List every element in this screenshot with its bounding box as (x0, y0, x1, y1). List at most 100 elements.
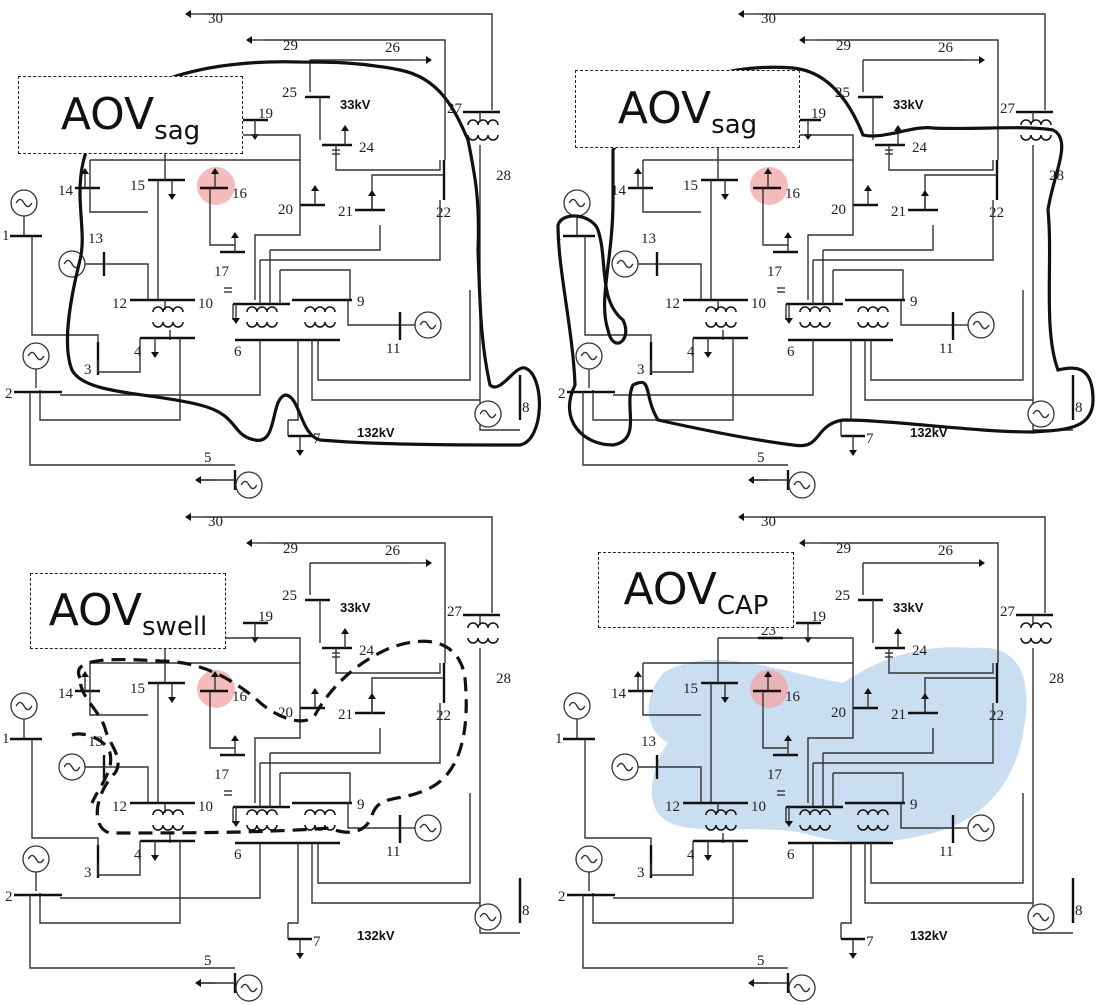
bus-number-label: 27 (1000, 101, 1016, 117)
bus-16-highlight (750, 167, 788, 205)
line-branch (60, 340, 261, 396)
sine-wave-icon (63, 762, 81, 772)
line-branch (317, 793, 471, 884)
bus-number-label: 2 (5, 386, 13, 402)
load-arrow-icon (864, 185, 872, 191)
bus-number-label: 11 (939, 341, 953, 357)
load-arrow-icon (704, 352, 712, 358)
bus-number-label: 12 (665, 799, 680, 815)
line-branch (29, 895, 235, 969)
line-branch (311, 843, 480, 904)
bus-number-label: 15 (130, 178, 145, 194)
line-branch (254, 708, 301, 803)
bus-number-label: 24 (912, 140, 928, 156)
bus-number-label: 14 (611, 686, 627, 702)
line-branch (39, 841, 181, 924)
sine-wave-icon (972, 823, 990, 833)
line-branch (642, 188, 701, 213)
line-branch (288, 843, 299, 924)
sine-wave-icon (972, 320, 990, 330)
bus-number-label: 27 (1000, 604, 1016, 620)
bus-number-label: 29 (836, 38, 851, 54)
line-branch (209, 188, 235, 246)
load-arrow-icon (764, 168, 772, 174)
line-branch (924, 174, 997, 210)
affected-region-boundary (556, 65, 1095, 448)
sine-wave-icon (1032, 409, 1050, 419)
load-arrow-icon (634, 671, 642, 677)
load-arrow-icon (195, 476, 201, 484)
line-branch (347, 803, 400, 829)
line-branch (371, 677, 444, 713)
bus-number-label: 13 (641, 231, 656, 247)
bus-number-label: 19 (811, 609, 826, 625)
load-arrow-icon (738, 10, 744, 18)
bus-16-highlight (750, 670, 788, 708)
bus-number-label: 10 (198, 799, 213, 815)
bus-number-label: 13 (88, 231, 103, 247)
bus-number-label: 4 (687, 344, 695, 360)
sine-wave-icon (1032, 912, 1050, 922)
bus-number-label: 22 (989, 205, 1004, 221)
bus-number-label: 9 (357, 294, 365, 310)
transformer-coil (467, 637, 499, 644)
line-branch (864, 340, 1033, 401)
load-arrow-icon (195, 979, 201, 987)
line-branch (280, 772, 351, 803)
line-branch (371, 174, 444, 210)
bus-number-label: 4 (687, 847, 695, 863)
capacitor-influence-region (648, 647, 1027, 843)
sine-wave-icon (580, 351, 598, 361)
bus-number-label: 20 (278, 202, 293, 218)
sine-wave-icon (793, 480, 811, 490)
transformer-coil (1020, 134, 1052, 141)
sine-wave-icon (27, 351, 45, 361)
line-branch (900, 300, 953, 326)
bus-number-label: 4 (134, 847, 142, 863)
bus-number-label: 3 (84, 865, 92, 881)
load-arrow-icon (151, 855, 159, 861)
load-arrow-icon (784, 232, 792, 238)
load-arrow-icon (246, 36, 252, 44)
line-branch (89, 691, 148, 716)
line-branch (657, 263, 702, 300)
load-arrow-icon (748, 979, 754, 987)
bus-number-label: 10 (198, 296, 213, 312)
line-branch (205, 516, 493, 613)
bus-number-label: 30 (761, 11, 776, 27)
voltage-level-label: 132kV (357, 425, 395, 440)
load-arrow-icon (296, 450, 304, 456)
line-branch (833, 269, 904, 300)
transformer-coil (1020, 119, 1052, 126)
line-branch (813, 200, 994, 261)
line-branch (643, 159, 854, 205)
load-arrow-icon (894, 628, 902, 634)
bus-number-label: 2 (558, 889, 566, 905)
bus-number-label: 17 (767, 767, 783, 783)
load-arrow-icon (232, 318, 240, 324)
voltage-level-label: 33kV (893, 600, 924, 615)
bus-number-label: 30 (208, 11, 223, 27)
bus-number-label: 13 (641, 734, 656, 750)
line-branch (270, 728, 381, 754)
highlight-layer (750, 167, 788, 205)
transformer-coil (705, 306, 737, 313)
load-arrow-icon (151, 352, 159, 358)
line-branch (657, 766, 702, 803)
load-arrow-icon (921, 190, 929, 196)
bus-number-label: 8 (1075, 400, 1083, 416)
bus-number-label: 29 (283, 38, 298, 54)
line-branch (97, 841, 141, 876)
bus-number-label: 15 (683, 178, 698, 194)
line-branch (758, 13, 1046, 110)
affected-region-boundary (76, 639, 468, 835)
